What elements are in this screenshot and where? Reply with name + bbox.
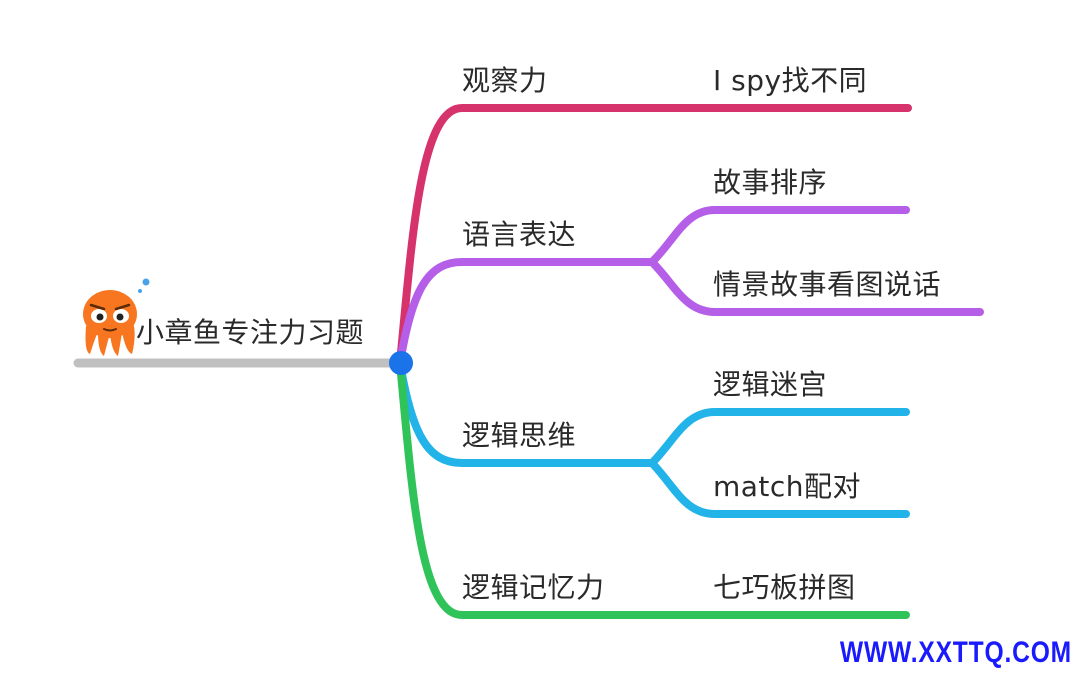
branch-label-luojijiyili: 逻辑记忆力 bbox=[462, 571, 605, 604]
root-topic-label: 小章鱼专注力习题 bbox=[136, 316, 365, 349]
leaf-matchpeidui-line bbox=[648, 459, 910, 518]
watermark-text: WWW.XXTTQ.COM bbox=[839, 636, 1072, 669]
leaf-label-qiqiaoban: 七巧板拼图 bbox=[713, 571, 856, 604]
leaf-label-gushipaixu: 故事排序 bbox=[713, 166, 828, 199]
root-node-dot bbox=[389, 351, 413, 375]
branch-luojijiyili-line bbox=[396, 359, 910, 619]
branch-guanchali-line bbox=[396, 104, 912, 367]
branch-label-guanchali: 观察力 bbox=[462, 64, 548, 97]
octopus-icon bbox=[83, 278, 150, 356]
leaf-label-matchpeidui: match配对 bbox=[713, 470, 862, 503]
leaf-luojimigong-line bbox=[648, 408, 910, 467]
branch-yuyanbiaoda-line bbox=[396, 258, 656, 367]
leaf-qingjinggushi-line bbox=[648, 258, 984, 316]
leaf-label-luojimigong: 逻辑迷宫 bbox=[713, 368, 828, 401]
leaf-label-qingjinggushi: 情景故事看图说话 bbox=[713, 268, 942, 301]
branch-label-yuyanbiaoda: 语言表达 bbox=[462, 218, 577, 251]
branch-label-luojisiwei: 逻辑思维 bbox=[462, 419, 577, 452]
leaf-label-ispy: I spy找不同 bbox=[713, 64, 868, 97]
leaf-gushipaixu-line bbox=[648, 206, 910, 266]
